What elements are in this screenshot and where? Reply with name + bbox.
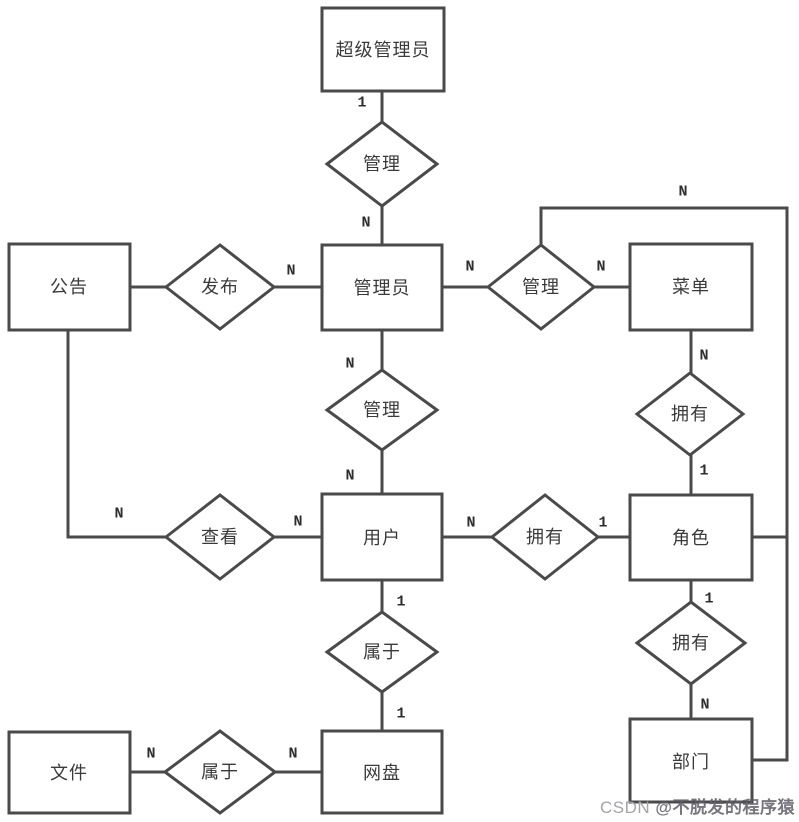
relationship-own-user-role-shape bbox=[489, 493, 601, 581]
relationship-own-role-department-shape bbox=[634, 600, 748, 686]
entity-super-admin: 超级管理员 bbox=[320, 6, 446, 93]
relationship-publish-shape bbox=[163, 243, 277, 331]
relationship-manage-admin-user: 管理 bbox=[324, 368, 440, 452]
entity-file: 文件 bbox=[7, 730, 132, 815]
connector-announcement-view bbox=[66, 330, 166, 539]
cardinality-manage2-long-line: N bbox=[678, 184, 687, 201]
relationship-own-menu-role-label: 拥有 bbox=[671, 404, 709, 424]
entity-user-box bbox=[320, 492, 444, 582]
relationship-manage-admin-menu-label: 管理 bbox=[522, 277, 560, 297]
entities: 超级管理员 公告 管理员 菜单 用户 角色 bbox=[7, 6, 754, 815]
connectors bbox=[66, 91, 789, 774]
cardinality-admin-manage2: N bbox=[465, 259, 474, 276]
relationship-manage-superadmin-admin-shape bbox=[324, 120, 440, 208]
cardinality-manage2-menu: N bbox=[596, 259, 605, 276]
relationship-belong-file-netdisk-label: 属于 bbox=[201, 762, 239, 782]
relationship-view-shape bbox=[163, 493, 277, 581]
relationship-belong-file-netdisk: 属于 bbox=[162, 729, 278, 815]
relationship-manage-superadmin-admin: 管理 bbox=[324, 120, 440, 208]
entity-super-admin-label: 超级管理员 bbox=[336, 40, 431, 60]
cardinality-role-own3: 1 bbox=[704, 591, 713, 608]
entity-menu-label: 菜单 bbox=[672, 277, 710, 297]
cardinality-own1-role: 1 bbox=[699, 463, 708, 480]
relationship-belong-user-netdisk: 属于 bbox=[324, 610, 440, 694]
cardinality-view-user: N bbox=[293, 514, 302, 531]
cardinality-labels: 1 N N N N N N N N 1 N N N 1 1 1 1 N N N bbox=[114, 95, 713, 763]
relationship-own-menu-role: 拥有 bbox=[634, 371, 746, 457]
entity-user-label: 用户 bbox=[363, 528, 401, 548]
relationship-manage-admin-menu: 管理 bbox=[485, 243, 597, 331]
entity-user: 用户 bbox=[320, 492, 444, 582]
entity-role-label: 角色 bbox=[672, 528, 710, 548]
relationship-own-role-department-label: 拥有 bbox=[672, 633, 710, 653]
entity-announcement: 公告 bbox=[7, 242, 132, 332]
entity-admin-label: 管理员 bbox=[354, 278, 411, 298]
entity-admin-box bbox=[320, 243, 444, 332]
relationships: 管理 发布 管理 管理 拥有 查看 bbox=[162, 120, 748, 815]
relationship-belong-file-netdisk-shape bbox=[162, 729, 278, 815]
cardinality-superadmin-manage: 1 bbox=[357, 95, 366, 112]
entity-menu-box bbox=[628, 242, 754, 332]
entity-department: 部门 bbox=[628, 717, 754, 804]
relationship-own-user-role: 拥有 bbox=[489, 493, 601, 581]
cardinality-menu-own1: N bbox=[699, 348, 708, 365]
entity-super-admin-box bbox=[320, 6, 446, 93]
cardinality-own2-role: 1 bbox=[598, 515, 607, 532]
entity-file-box bbox=[7, 730, 132, 815]
cardinality-admin-manage3: N bbox=[345, 356, 354, 373]
relationship-view: 查看 bbox=[163, 493, 277, 581]
relationship-publish: 发布 bbox=[163, 243, 277, 331]
relationship-own-menu-role-shape bbox=[634, 371, 746, 457]
cardinality-user-own2: N bbox=[466, 515, 475, 532]
cardinality-belong1-netdisk: 1 bbox=[396, 706, 405, 723]
cardinality-belong2-netdisk: N bbox=[288, 746, 297, 763]
cardinality-own3-department: N bbox=[700, 697, 709, 714]
entity-announcement-box bbox=[7, 242, 132, 332]
relationship-belong-user-netdisk-shape bbox=[324, 610, 440, 694]
relationship-view-label: 查看 bbox=[201, 527, 239, 547]
entity-role: 角色 bbox=[628, 493, 754, 582]
entity-role-box bbox=[628, 493, 754, 582]
cardinality-user-belong1: 1 bbox=[396, 594, 405, 611]
relationship-belong-user-netdisk-label: 属于 bbox=[363, 642, 401, 662]
entity-announcement-label: 公告 bbox=[50, 277, 88, 297]
relationship-publish-label: 发布 bbox=[201, 277, 239, 297]
connector-manage2-long-route bbox=[539, 206, 789, 762]
entity-menu: 菜单 bbox=[628, 242, 754, 332]
entity-netdisk: 网盘 bbox=[320, 729, 444, 815]
cardinality-publish-admin: N bbox=[286, 263, 295, 280]
relationship-own-user-role-label: 拥有 bbox=[526, 527, 564, 547]
entity-netdisk-label: 网盘 bbox=[363, 763, 401, 783]
relationship-own-role-department: 拥有 bbox=[634, 600, 748, 686]
entity-department-label: 部门 bbox=[672, 752, 710, 772]
relationship-manage-admin-user-label: 管理 bbox=[363, 400, 401, 420]
entity-file-label: 文件 bbox=[50, 763, 88, 783]
relationship-manage-admin-menu-shape bbox=[485, 243, 597, 331]
entity-netdisk-box bbox=[320, 729, 444, 815]
cardinality-file-belong2: N bbox=[146, 746, 155, 763]
cardinality-manage-admin: N bbox=[361, 215, 370, 232]
cardinality-manage3-user: N bbox=[345, 468, 354, 485]
cardinality-announcement-view: N bbox=[114, 506, 123, 523]
entity-department-box bbox=[628, 717, 754, 804]
relationship-manage-superadmin-admin-label: 管理 bbox=[363, 154, 401, 174]
entity-admin: 管理员 bbox=[320, 243, 444, 332]
relationship-manage-admin-user-shape bbox=[324, 368, 440, 452]
